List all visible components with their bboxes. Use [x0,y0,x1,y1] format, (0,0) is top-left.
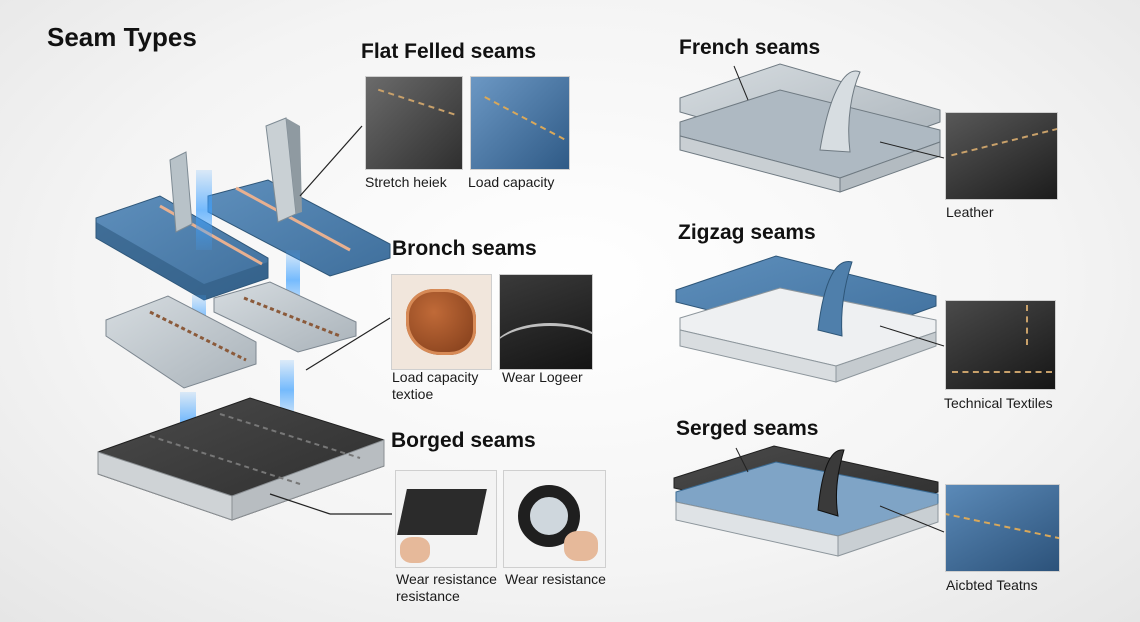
page-title: Seam Types [47,22,197,52]
caption-technical-textiles: Technical Textiles [944,395,1053,411]
french-heading: French seams [679,36,821,59]
zigzag-heading: Zigzag seams [678,221,816,244]
caption-wear-logeer: Wear Logeer [502,369,583,385]
connector-line [299,125,363,197]
serged-heading: Serged seams [676,417,819,440]
caption-aicbted-teatns: Aicbted Teatns [946,577,1038,593]
denim-swatch-icon [945,484,1060,572]
caption-load-capacity: Load capacity [468,174,555,190]
caption-leather: Leather [946,204,994,220]
middle-gray-layer [105,281,357,389]
leather-swatch-icon [365,76,463,170]
leather-piece-icon [391,274,492,370]
bottom-dark-layer [97,397,385,521]
rolled-foam-icon [503,470,606,568]
french-seam-block [679,63,945,193]
borged-heading: Borged seams [391,429,536,452]
caption-load-capacity-textile: Load capacity textioe [392,369,479,402]
flat-felled-heading: Flat Felled seams [361,40,537,63]
caption-wear-resistance-1: Wear resistance resistance [396,571,497,604]
leather-swatch-icon [945,112,1058,200]
serged-seam-block [673,445,945,557]
denim-swatch-icon [470,76,570,170]
caption-wear-resistance-2: Wear resistance [505,571,606,587]
zigzag-seam-block [675,255,945,383]
technical-textile-swatch-icon [945,300,1056,390]
dark-leather-swatch-icon [499,274,593,370]
caption-stretch: Stretch heiek [365,174,447,190]
top-denim-layer [95,117,391,301]
bronch-heading: Bronch seams [392,237,537,260]
connector-line [305,317,391,371]
foam-swatch-icon [395,470,497,568]
